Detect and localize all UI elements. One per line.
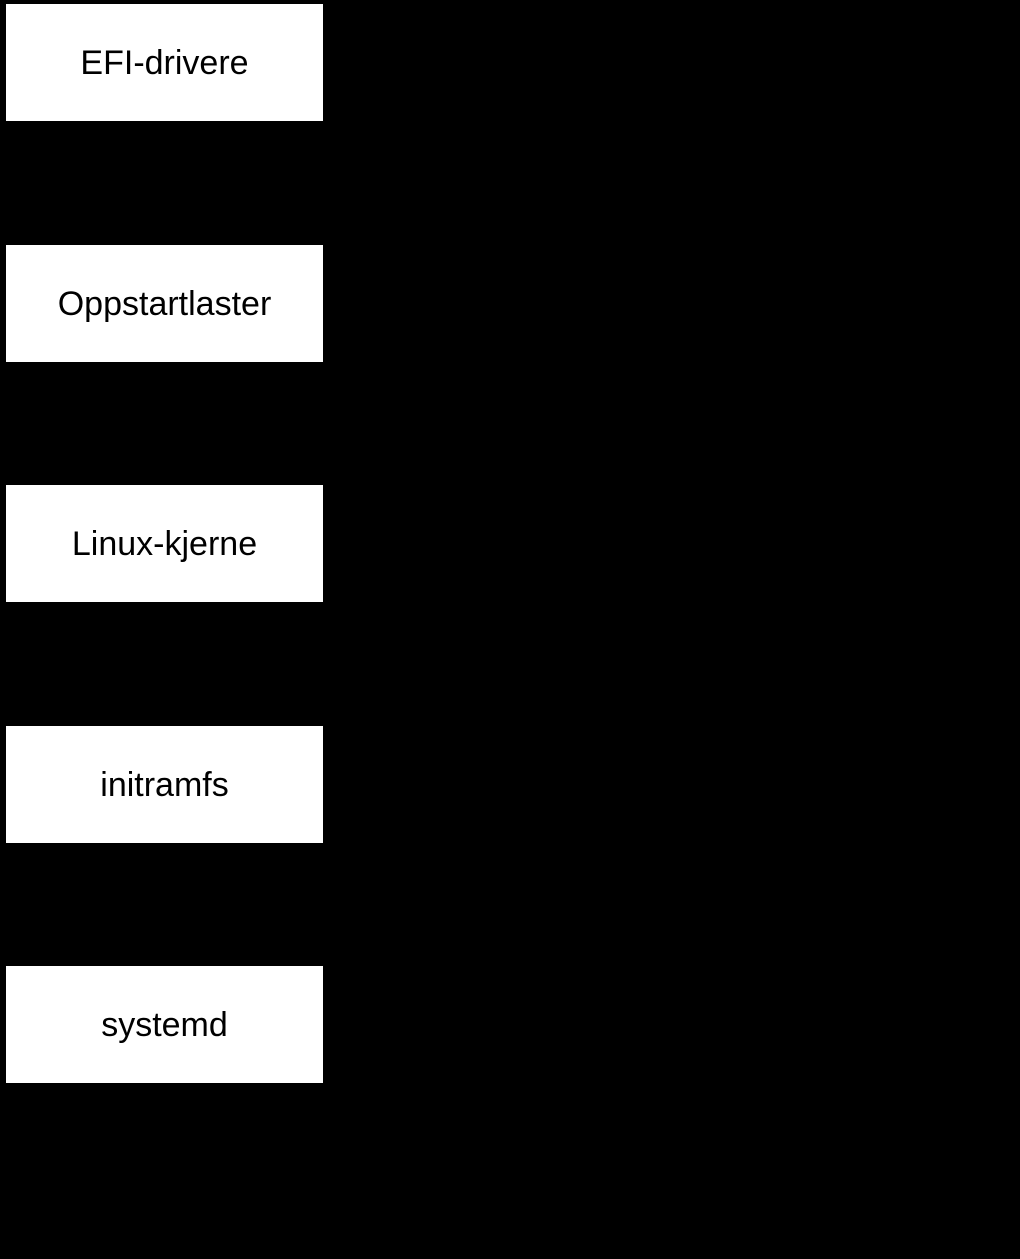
flow-node-label: initramfs [100,765,229,804]
flow-node-label: EFI-drivere [80,43,249,82]
flow-node-efi-drivere: EFI-drivere [6,4,323,121]
flow-node-initramfs: initramfs [6,726,323,843]
flow-node-label: Oppstartlaster [57,284,272,323]
flow-node-label: systemd [101,1005,228,1044]
flow-node-systemd: systemd [6,966,323,1083]
flow-node-label: Linux-kjerne [71,524,258,563]
flow-node-linux-kjerne: Linux-kjerne [6,485,323,602]
flow-node-oppstartlaster: Oppstartlaster [6,245,323,362]
